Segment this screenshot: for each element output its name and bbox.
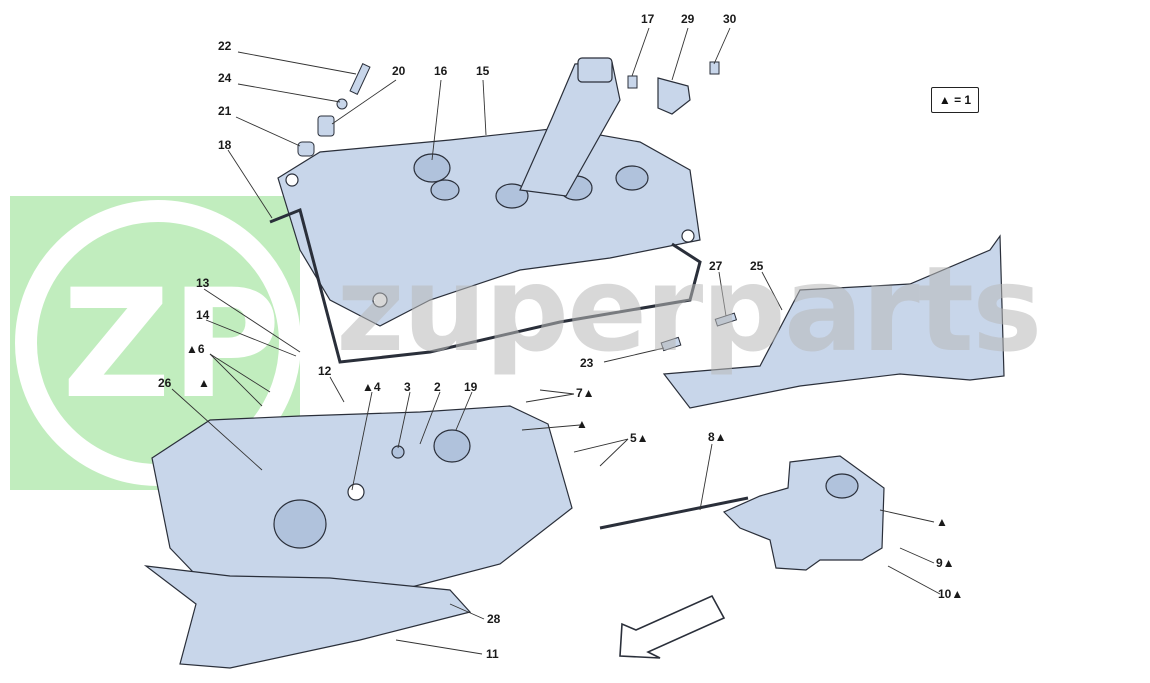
front-arrow-icon (619, 594, 726, 659)
watermark-text: zuperparts (336, 240, 1042, 378)
bracket (662, 234, 1005, 409)
svg-text:ZP: ZP (62, 258, 281, 432)
valve-cover (277, 127, 701, 327)
callout-3: 3 (404, 380, 411, 394)
callout-17: 17 (641, 12, 655, 26)
callout-triangle-7: ▲ (576, 417, 588, 431)
callout-12: 12 (318, 364, 332, 378)
callout-15: 15 (476, 64, 490, 78)
callout-11: 11 (486, 647, 499, 661)
pump-housing (722, 455, 885, 571)
callout-24: 24 (218, 71, 232, 85)
ignition-coil (519, 57, 621, 197)
leader-lines (171, 27, 941, 655)
cover-gasket (269, 207, 702, 364)
callout-13: 13 (196, 276, 210, 290)
callout-27: 27 (709, 259, 723, 273)
legend: ▲ = 1 (931, 87, 979, 113)
callout-19: 19 (464, 380, 478, 394)
callout-18: 18 (218, 138, 232, 152)
callout-triangle-26: ▲ (198, 376, 210, 390)
screw-17 (627, 75, 638, 89)
callout-10: 10▲ (938, 587, 964, 601)
washer-24 (336, 98, 348, 110)
spacer-20 (317, 115, 335, 137)
bolt-27 (714, 312, 738, 327)
callout-23: 23 (580, 356, 594, 370)
callout-2: 2 (434, 380, 441, 394)
callout-30: 30 (723, 12, 737, 26)
callout-26: 26 (158, 376, 172, 390)
pin-23 (660, 336, 682, 352)
bolt-22 (349, 63, 371, 95)
callout-triangle-8: ▲ (936, 515, 948, 529)
callout-21: 21 (218, 104, 232, 118)
cylinder-head (151, 405, 573, 607)
callout-29: 29 (681, 12, 695, 26)
callout-9: 9▲ (936, 556, 955, 570)
callout-22: 22 (218, 39, 232, 53)
callout-28: 28 (487, 612, 501, 626)
sensor (657, 77, 691, 115)
callout-5: 5▲ (630, 431, 649, 445)
grommet-21 (297, 141, 315, 157)
callout-4: ▲4 (362, 380, 381, 394)
callout-14: 14 (196, 308, 210, 322)
watermark-logo: ZP (10, 196, 301, 490)
dipstick (599, 496, 749, 530)
callout-20: 20 (392, 64, 406, 78)
callout-7: 7▲ (576, 386, 595, 400)
callout-25: 25 (750, 259, 764, 273)
callout-16: 16 (434, 64, 448, 78)
callout-8: 8▲ (708, 430, 727, 444)
callout-6: ▲6 (186, 342, 205, 356)
head-gasket (143, 565, 472, 669)
